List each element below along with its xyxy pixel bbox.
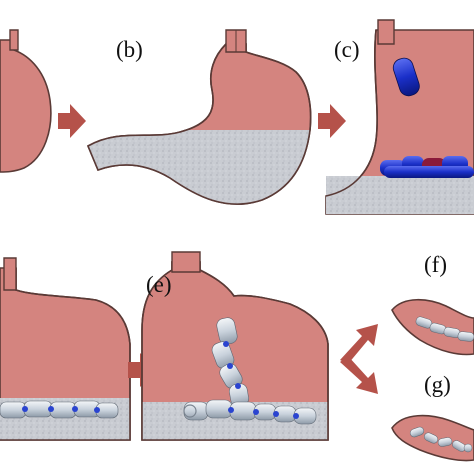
- arrow-b-to-c: [318, 104, 346, 138]
- arrow-branch-e-to-fg: [340, 324, 378, 394]
- capsule-chain-f: [415, 316, 474, 342]
- arrow-a-to-b: [58, 104, 86, 138]
- capsule-chain-d: [0, 400, 119, 419]
- panel-label-c: (c): [334, 37, 360, 62]
- panel-b: (b): [86, 29, 312, 205]
- esophagus-d: [3, 257, 17, 291]
- esophagus-e: [171, 251, 201, 273]
- panel-label-e: (e): [146, 272, 172, 297]
- esophagus-a: [9, 29, 19, 51]
- fluid-c: [326, 176, 474, 214]
- capsule-chain-e-horizontal: [183, 399, 317, 425]
- panel-g: (g): [391, 372, 474, 462]
- fluid-b: [88, 130, 311, 205]
- panel-c: (c): [325, 19, 474, 215]
- panel-label-b: (b): [116, 37, 143, 62]
- panel-d: [0, 257, 131, 441]
- capsule-chain-e-vertical: [211, 317, 249, 407]
- esophagus-c: [377, 19, 395, 45]
- panel-label-g: (g): [424, 372, 451, 397]
- panel-label-f: (f): [424, 252, 447, 277]
- panel-e: (e): [141, 251, 329, 441]
- stomach-a: [0, 39, 52, 173]
- capsule-chain-g: [409, 426, 473, 453]
- capsule-sinking: [392, 57, 420, 97]
- capsule-chain-c: [380, 156, 474, 178]
- panel-a: [0, 29, 52, 173]
- panel-f: (f): [391, 252, 474, 356]
